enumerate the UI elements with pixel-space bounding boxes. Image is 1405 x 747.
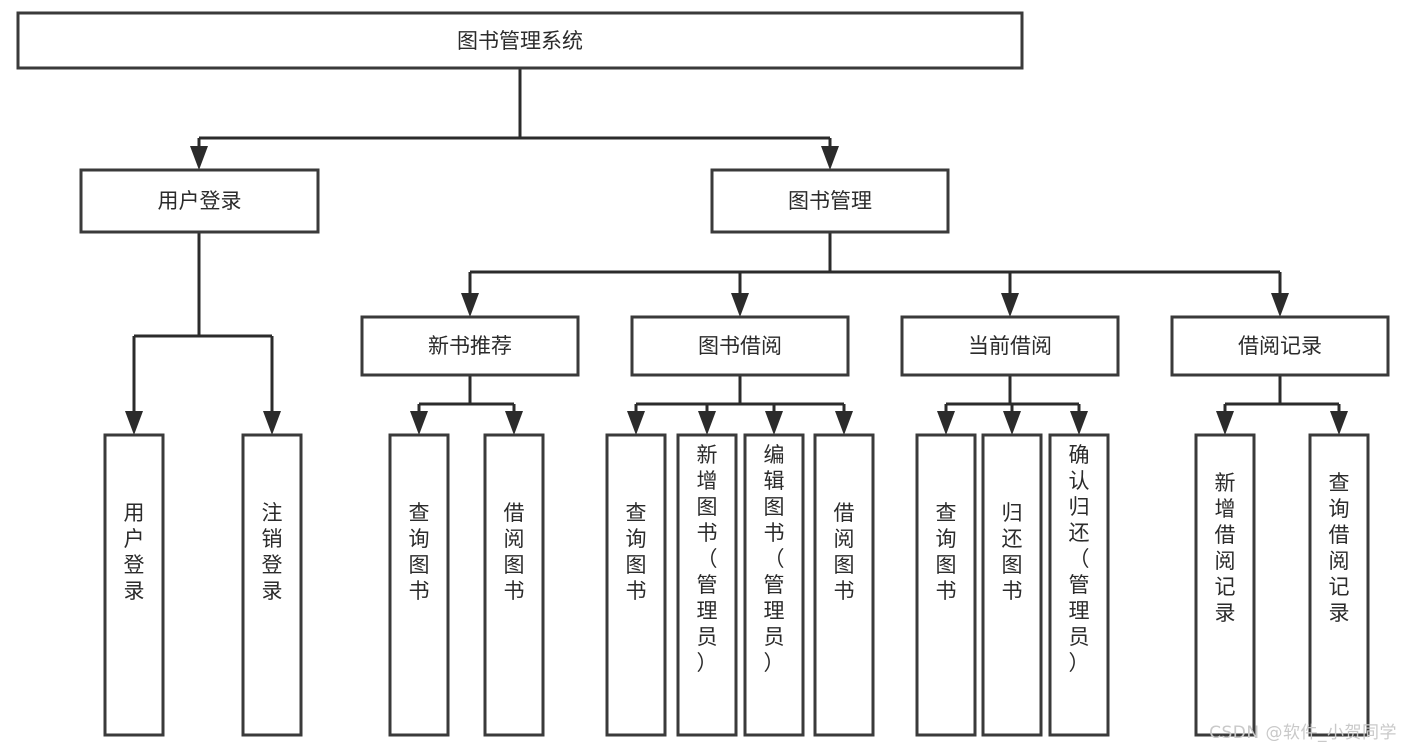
arrow-newbookrec-leaf-1 [410, 411, 428, 435]
arrow-bookborrow-leaf-2 [698, 411, 716, 435]
node-root[interactable]: 图书管理系统 [16, 11, 1024, 70]
arrow-borrowrecord-leaf-2 [1330, 411, 1348, 435]
node-current-borrow-label: 当前借阅 [968, 334, 1052, 358]
arrow-userlogin-leaf-1 [125, 411, 143, 435]
node-leaf-borrow-book[interactable]: 借阅图书 [813, 433, 875, 737]
node-leaf-borrow-book-rec[interactable]: 借阅图书 [483, 433, 545, 737]
node-leaf-confirm-return-label: 确认归还（管理员） [1069, 443, 1090, 675]
node-leaf-return-book-box[interactable] [981, 433, 1043, 737]
node-leaf-edit-book-box[interactable] [743, 433, 805, 737]
arrow-newbookrec-leaf-2 [505, 411, 523, 435]
node-leaf-query-book-rec-box[interactable] [388, 433, 450, 737]
arrow-bookmanage-to-current-borrow [1001, 293, 1019, 317]
node-leaf-confirm-return-box[interactable] [1048, 433, 1110, 737]
node-current-borrow-box[interactable] [900, 315, 1120, 377]
arrow-currentborrow-leaf-2 [1003, 411, 1021, 435]
node-leaf-query-book-borrow-box[interactable] [605, 433, 667, 737]
node-leaf-borrow-book-label: 借阅图书 [834, 501, 855, 603]
node-borrow-record-label: 借阅记录 [1238, 334, 1322, 358]
node-leaf-borrow-book-box[interactable] [813, 433, 875, 737]
node-leaf-user-logout-box[interactable] [241, 433, 303, 737]
node-new-book-rec-box[interactable] [360, 315, 580, 377]
node-book-manage[interactable]: 图书管理 [710, 168, 950, 234]
arrow-bookmanage-to-borrow-record [1271, 293, 1289, 317]
node-leaf-add-book-box[interactable] [676, 433, 738, 737]
node-leaf-add-record[interactable]: 新增借阅记录 [1194, 433, 1256, 737]
node-leaf-user-logout-label: 注销登录 [262, 501, 283, 603]
node-leaf-user-login-box[interactable] [103, 433, 165, 737]
arrow-bookmanage-to-new-book-rec [461, 293, 479, 317]
node-leaf-add-record-box[interactable] [1194, 433, 1256, 737]
node-user-login-label: 用户登录 [158, 189, 242, 213]
node-root-label: 图书管理系统 [457, 29, 583, 53]
arrow-userlogin-leaf-2 [263, 411, 281, 435]
connector-borrowrecord-to-leaves [1223, 375, 1341, 412]
node-leaf-edit-book[interactable]: 编辑图书（管理员） [743, 433, 805, 737]
node-leaf-query-book-current-label: 查询图书 [936, 501, 957, 603]
arrow-bookborrow-leaf-1 [627, 411, 645, 435]
node-leaf-query-book-current[interactable]: 查询图书 [915, 433, 977, 737]
node-leaf-query-record-label: 查询借阅记录 [1329, 471, 1350, 625]
connector-userlogin-to-leaves [132, 232, 274, 412]
node-leaf-borrow-book-rec-box[interactable] [483, 433, 545, 737]
node-borrow-record-box[interactable] [1170, 315, 1390, 377]
arrow-borrowrecord-leaf-1 [1216, 411, 1234, 435]
node-leaf-user-logout[interactable]: 注销登录 [241, 433, 303, 737]
arrow-root-to-user-login [190, 146, 208, 170]
node-new-book-rec-label: 新书推荐 [428, 334, 512, 358]
node-user-login[interactable]: 用户登录 [79, 168, 320, 234]
connector-layer [125, 68, 1348, 435]
node-leaf-confirm-return[interactable]: 确认归还（管理员） [1048, 433, 1110, 737]
node-leaf-query-record-box[interactable] [1308, 433, 1370, 737]
arrow-bookborrow-leaf-3 [765, 411, 783, 435]
node-leaf-user-login-label: 用户登录 [124, 501, 145, 603]
connector-currentborrow-to-leaves [944, 375, 1081, 412]
arrow-bookmanage-to-book-borrow [731, 293, 749, 317]
node-leaf-user-login[interactable]: 用户登录 [103, 433, 165, 737]
arrow-currentborrow-leaf-1 [937, 411, 955, 435]
node-book-manage-box[interactable] [710, 168, 950, 234]
connector-bookmanage-to-level3 [468, 232, 1282, 296]
connector-bookborrow-to-leaves [634, 375, 846, 412]
node-leaf-query-book-borrow-label: 查询图书 [626, 501, 647, 603]
node-current-borrow[interactable]: 当前借阅 [900, 315, 1120, 377]
connector-root-to-level2 [197, 68, 832, 148]
arrow-bookborrow-leaf-4 [835, 411, 853, 435]
node-leaf-borrow-book-rec-label: 借阅图书 [504, 501, 525, 603]
watermark: CSDN @软件_小贺同学 [1209, 723, 1397, 743]
node-leaf-query-book-borrow[interactable]: 查询图书 [605, 433, 667, 737]
arrow-root-to-book-manage [821, 146, 839, 170]
node-leaf-add-book[interactable]: 新增图书（管理员） [676, 433, 738, 737]
node-user-login-box[interactable] [79, 168, 320, 234]
node-leaf-query-book-rec-label: 查询图书 [409, 501, 430, 603]
node-leaf-query-book-rec[interactable]: 查询图书 [388, 433, 450, 737]
node-book-borrow[interactable]: 图书借阅 [630, 315, 850, 377]
node-root-box[interactable] [16, 11, 1024, 70]
node-leaf-query-book-current-box[interactable] [915, 433, 977, 737]
arrow-currentborrow-leaf-3 [1070, 411, 1088, 435]
connector-newbookrec-to-leaves [417, 375, 516, 412]
node-borrow-record[interactable]: 借阅记录 [1170, 315, 1390, 377]
node-new-book-rec[interactable]: 新书推荐 [360, 315, 580, 377]
node-leaf-edit-book-label: 编辑图书（管理员） [764, 443, 785, 675]
node-leaf-return-book-label: 归还图书 [1002, 501, 1023, 603]
leaf-nodes-layer: 用户登录 注销登录 查询图书 借阅图书 查询图书 新增图书（管理员） [103, 433, 1370, 737]
node-leaf-return-book[interactable]: 归还图书 [981, 433, 1043, 737]
node-book-borrow-label: 图书借阅 [698, 334, 782, 358]
node-leaf-add-book-label: 新增图书（管理员） [697, 443, 718, 675]
node-book-manage-label: 图书管理 [788, 189, 872, 213]
node-leaf-query-record[interactable]: 查询借阅记录 [1308, 433, 1370, 737]
node-book-borrow-box[interactable] [630, 315, 850, 377]
node-leaf-add-record-label: 新增借阅记录 [1215, 471, 1236, 625]
